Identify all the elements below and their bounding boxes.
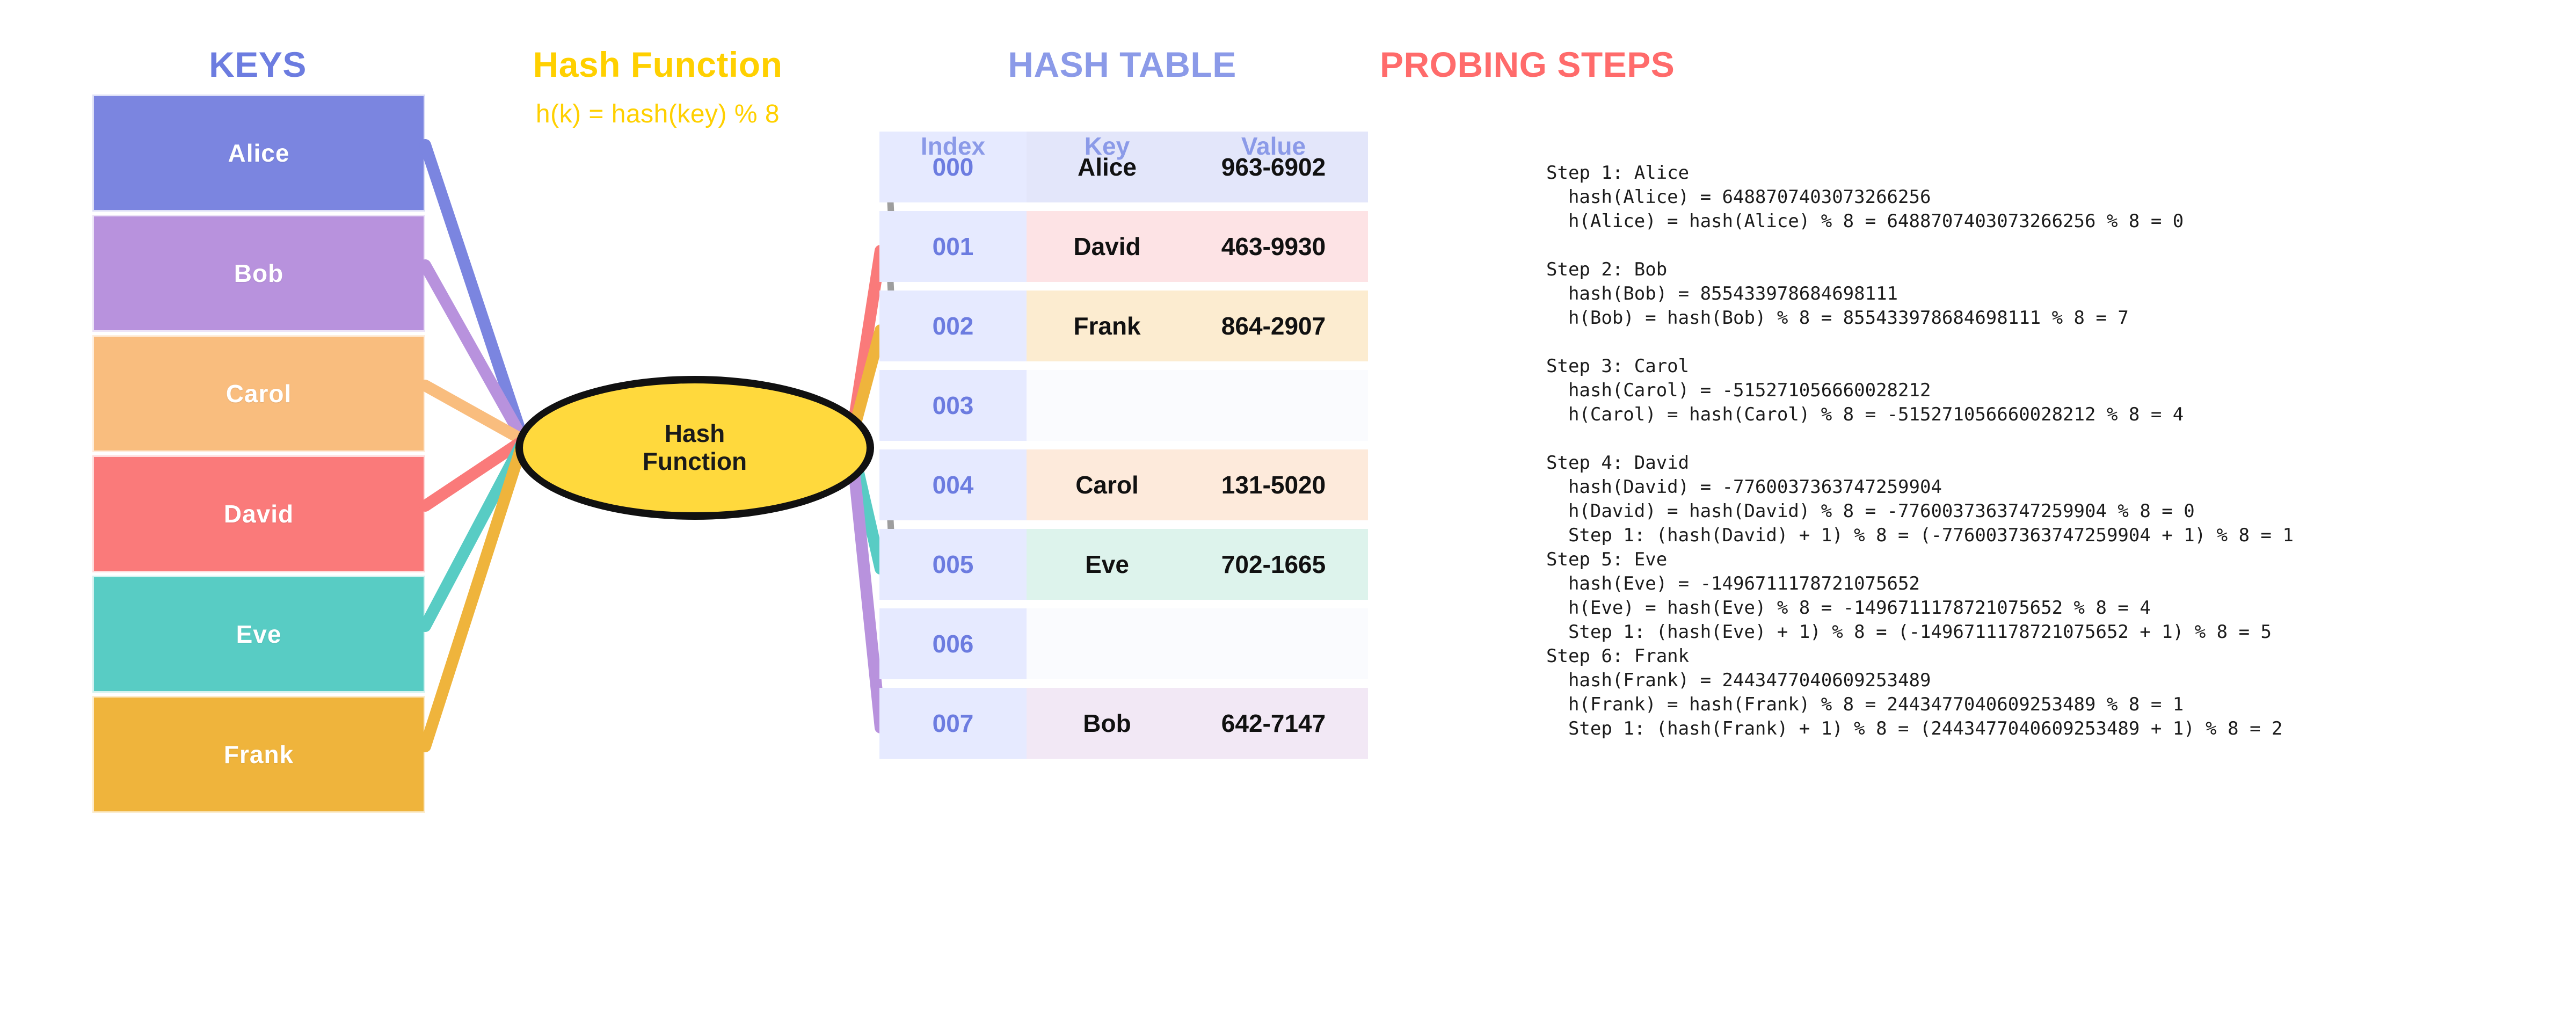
cell-value: 864-2907 [1221, 312, 1326, 340]
probing-steps-title: PROBING STEPS [1380, 45, 1675, 84]
probing-step-line: h(Bob) = hash(Bob) % 8 = 855433978684698… [1546, 307, 2129, 329]
probing-step-line: hash(David) = -7760037363747259904 [1546, 476, 1942, 498]
table-row[interactable]: 004 Carol 131-5020 [879, 449, 1368, 520]
probing-step-block: Step 5: Eve hash(Eve) = -149671117872107… [1546, 548, 2566, 644]
probing-step-line: h(Eve) = hash(Eve) % 8 = -14967111787210… [1546, 597, 2151, 619]
probing-step-line: hash(Carol) = -515271056660028212 [1546, 380, 1931, 401]
key-box-bob[interactable]: Bob [92, 215, 425, 332]
hash-function-node: Hash Function [515, 376, 874, 520]
probing-step-line: h(Frank) = hash(Frank) % 8 = 24434770406… [1546, 694, 2184, 715]
probing-step-block: Step 2: Bob hash(Bob) = 8554339786846981… [1546, 258, 2566, 330]
cell-value: 463-9930 [1221, 233, 1326, 260]
cell-value: 963-6902 [1221, 153, 1326, 181]
table-row[interactable]: 007 Bob 642-7147 [879, 688, 1368, 759]
cell-keyvalue: David 463-9930 [1027, 211, 1368, 282]
hash-function-line2: Function [642, 447, 747, 475]
table-row[interactable]: 001 David 463-9930 [879, 211, 1368, 282]
key-box-frank[interactable]: Frank [92, 696, 425, 813]
probing-step-line: h(David) = hash(David) % 8 = -7760037363… [1546, 500, 2195, 522]
probing-step-block: Step 1: Alice hash(Alice) = 648870740307… [1546, 161, 2566, 234]
cell-value: 702-1665 [1221, 550, 1326, 578]
probing-step-line: h(Alice) = hash(Alice) % 8 = 64887074030… [1546, 210, 2184, 232]
cell-keyvalue [1027, 370, 1368, 441]
cell-key: Alice [1078, 153, 1137, 181]
wire-out-bob [845, 434, 886, 733]
key-box-eve[interactable]: Eve [92, 576, 425, 693]
keys-column-title: KEYS [209, 45, 307, 84]
probing-steps-text: Step 1: Alice hash(Alice) = 648870740307… [1546, 161, 2566, 741]
key-label: Alice [228, 139, 290, 167]
wire-in-carol [419, 380, 529, 446]
cell-keyvalue: Frank 864-2907 [1027, 291, 1368, 361]
probing-step-block: Step 6: Frank hash(Frank) = 244347704060… [1546, 644, 2566, 741]
cell-index: 005 [879, 529, 1027, 600]
cell-index: 004 [879, 449, 1027, 520]
cell-index: 007 [879, 688, 1027, 759]
key-label: Frank [223, 740, 294, 768]
probing-step-block: Step 3: Carol hash(Carol) = -51527105666… [1546, 354, 2566, 427]
cell-value: 131-5020 [1221, 471, 1326, 499]
probing-step-line: hash(Eve) = -1496711178721075652 [1546, 573, 1920, 594]
probing-step-header: Step 1: Alice [1546, 162, 1690, 184]
cell-index: 000 [879, 132, 1027, 202]
probing-step-header: Step 4: David [1546, 452, 1690, 474]
wire-in-david [419, 434, 529, 512]
cell-key: Carol [1075, 471, 1139, 499]
probing-step-line: h(Carol) = hash(Carol) % 8 = -5152710566… [1546, 404, 2184, 425]
key-box-carol[interactable]: Carol [92, 335, 425, 452]
cell-keyvalue: Bob 642-7147 [1027, 688, 1368, 759]
cell-keyvalue: Eve 702-1665 [1027, 529, 1368, 600]
table-row[interactable]: 002 Frank 864-2907 [879, 291, 1368, 361]
hash-function-title: Hash Function [533, 45, 783, 84]
cell-index: 006 [879, 608, 1027, 679]
key-box-alice[interactable]: Alice [92, 95, 425, 212]
cell-key: Frank [1073, 312, 1141, 340]
table-row[interactable]: 000 Alice 963-6902 [879, 132, 1368, 202]
cell-key: Bob [1083, 709, 1131, 737]
probing-step-line: hash(Alice) = 6488707403073266256 [1546, 186, 1931, 208]
hash-table-title: HASH TABLE [1008, 45, 1236, 84]
cell-keyvalue: Alice 963-6902 [1027, 132, 1368, 202]
probing-step-block: Step 4: David hash(David) = -77600373637… [1546, 451, 2566, 548]
wire-in-bob [419, 259, 529, 446]
cell-keyvalue: Carol 131-5020 [1027, 449, 1368, 520]
key-label: David [223, 500, 294, 528]
probing-step-header: Step 5: Eve [1546, 549, 1668, 570]
probing-step-line: hash(Frank) = 2443477040609253489 [1546, 670, 1931, 691]
probing-step-line: hash(Bob) = 855433978684698111 [1546, 283, 1898, 304]
probing-step-line: Step 1: (hash(Eve) + 1) % 8 = (-14967111… [1546, 621, 2272, 643]
table-row[interactable]: 005 Eve 702-1665 [879, 529, 1368, 600]
cell-index: 001 [879, 211, 1027, 282]
cell-index: 003 [879, 370, 1027, 441]
hash-function-formula: h(k) = hash(key) % 8 [535, 100, 780, 128]
cell-keyvalue [1027, 608, 1368, 679]
probing-step-header: Step 6: Frank [1546, 645, 1690, 667]
wire-in-eve [419, 434, 529, 632]
key-box-david[interactable]: David [92, 455, 425, 572]
probing-step-header: Step 2: Bob [1546, 259, 1668, 280]
wire-in-alice [419, 139, 529, 446]
cell-index: 002 [879, 291, 1027, 361]
key-label: Carol [225, 380, 292, 408]
key-label: Eve [236, 620, 282, 648]
key-label: Bob [234, 259, 284, 287]
probing-step-line: Step 1: (hash(Frank) + 1) % 8 = (2443477… [1546, 718, 2283, 739]
hash-function-line1: Hash [664, 419, 725, 448]
cell-value: 642-7147 [1221, 709, 1326, 737]
cell-key: David [1073, 233, 1141, 260]
wire-in-frank [419, 434, 529, 752]
probing-step-line: Step 1: (hash(David) + 1) % 8 = (-776003… [1546, 525, 2294, 546]
table-row[interactable]: 006 [879, 608, 1368, 679]
cell-key: Eve [1085, 550, 1129, 578]
table-row[interactable]: 003 [879, 370, 1368, 441]
probing-step-header: Step 3: Carol [1546, 355, 1690, 377]
